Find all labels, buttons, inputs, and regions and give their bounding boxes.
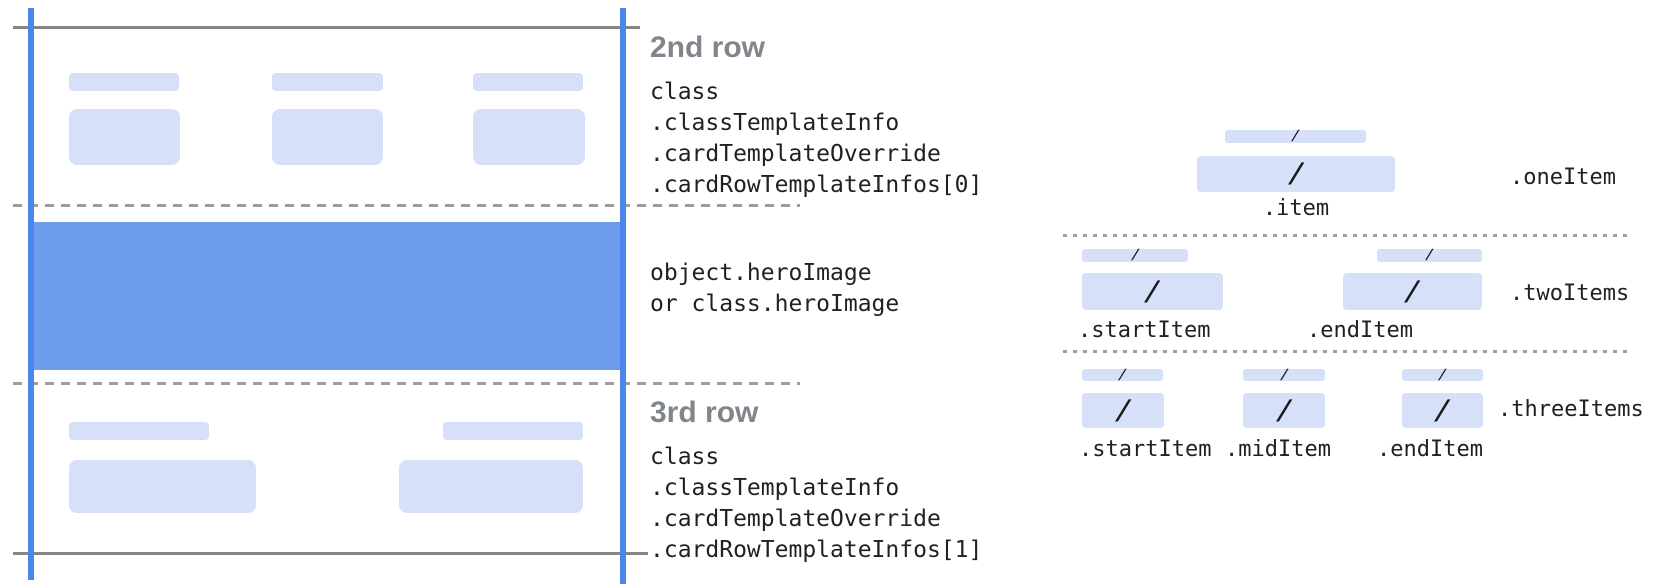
three-items-end-value-bar: /: [1402, 393, 1483, 428]
three-items-start-field-label: .startItem: [1079, 437, 1212, 462]
slash-glyph: /: [1278, 366, 1290, 383]
slash-glyph: /: [1142, 275, 1163, 307]
row3-start-label-placeholder: [69, 422, 209, 440]
slash-glyph: /: [1285, 158, 1307, 189]
slash-glyph: /: [1112, 394, 1134, 426]
two-items-row-label: .twoItems: [1510, 281, 1630, 306]
row2-col3-label-placeholder: [473, 73, 583, 91]
one-item-label-bar: /: [1225, 128, 1366, 144]
row2-path-line: .cardRowTemplateInfos[0]: [650, 172, 983, 198]
two-items-end-field-label: .endItem: [1307, 318, 1413, 343]
card-bottom-boundary-line: [13, 552, 648, 555]
card-right-edge-line: [620, 8, 626, 584]
one-two-separator-dotted-line: [1063, 234, 1630, 237]
three-items-start-label-bar: /: [1082, 366, 1163, 383]
slash-glyph: /: [1402, 275, 1423, 307]
row3-path-line: class: [650, 444, 720, 470]
row-divider-dashed-line-top: [13, 204, 800, 207]
three-items-end-label-bar: /: [1402, 366, 1483, 383]
row-divider-dashed-line-bottom: [13, 382, 800, 385]
row2-col2-value-placeholder: [272, 109, 383, 165]
row2-path-line: .cardTemplateOverride: [650, 141, 941, 167]
row2-annotation: 2nd row class .classTemplateInfo .cardTe…: [650, 30, 982, 201]
row2-path-line: class: [650, 79, 720, 105]
one-item-value-bar: /: [1197, 156, 1395, 192]
two-three-separator-dotted-line: [1063, 350, 1630, 353]
slash-glyph: /: [1129, 247, 1141, 263]
three-items-mid-value-bar: /: [1243, 393, 1325, 428]
hero-image-band: [28, 222, 626, 370]
two-items-start-field-label: .startItem: [1078, 318, 1211, 343]
row3-path-line: .classTemplateInfo: [650, 475, 900, 501]
row3-start-value-placeholder: [69, 460, 256, 513]
slash-glyph: /: [1432, 394, 1453, 426]
row3-path-line: .cardRowTemplateInfos[1]: [650, 537, 983, 563]
hero-path-line: or class.heroImage: [650, 291, 900, 317]
two-items-end-value-bar: /: [1343, 273, 1482, 310]
three-items-row-label: .threeItems: [1498, 397, 1644, 422]
card-top-boundary-line: [13, 26, 640, 29]
row3-annotation: 3rd row class .classTemplateInfo .cardTe…: [650, 395, 982, 566]
row3-path-line: .cardTemplateOverride: [650, 506, 941, 532]
hero-path-line: object.heroImage: [650, 260, 872, 286]
one-item-row-label: .oneItem: [1510, 165, 1616, 190]
two-items-start-value-bar: /: [1082, 273, 1223, 310]
row2-col1-label-placeholder: [69, 73, 179, 91]
slash-glyph: /: [1424, 247, 1435, 263]
row2-col2-label-placeholder: [272, 73, 383, 91]
three-items-start-value-bar: /: [1082, 393, 1164, 428]
slash-glyph: /: [1273, 394, 1295, 426]
hero-annotation: object.heroImage or class.heroImage: [650, 258, 899, 320]
row3-heading: 3rd row: [650, 396, 759, 429]
row2-path-line: .classTemplateInfo: [650, 110, 900, 136]
two-items-start-label-bar: /: [1082, 247, 1188, 263]
three-items-mid-field-label: .midItem: [1225, 437, 1331, 462]
three-items-end-field-label: .endItem: [1377, 437, 1483, 462]
two-items-end-label-bar: /: [1377, 247, 1482, 263]
card-left-edge-line: [28, 8, 34, 580]
slash-glyph: /: [1437, 366, 1448, 383]
one-item-field-label: .item: [1262, 196, 1330, 221]
slash-glyph: /: [1290, 128, 1301, 144]
row2-col3-value-placeholder: [473, 109, 585, 165]
row3-end-value-placeholder: [399, 460, 583, 513]
three-items-mid-label-bar: /: [1243, 366, 1325, 383]
row3-end-label-placeholder: [443, 422, 583, 440]
row2-heading: 2nd row: [650, 31, 766, 64]
row2-col1-value-placeholder: [69, 109, 180, 165]
slash-glyph: /: [1117, 366, 1128, 383]
